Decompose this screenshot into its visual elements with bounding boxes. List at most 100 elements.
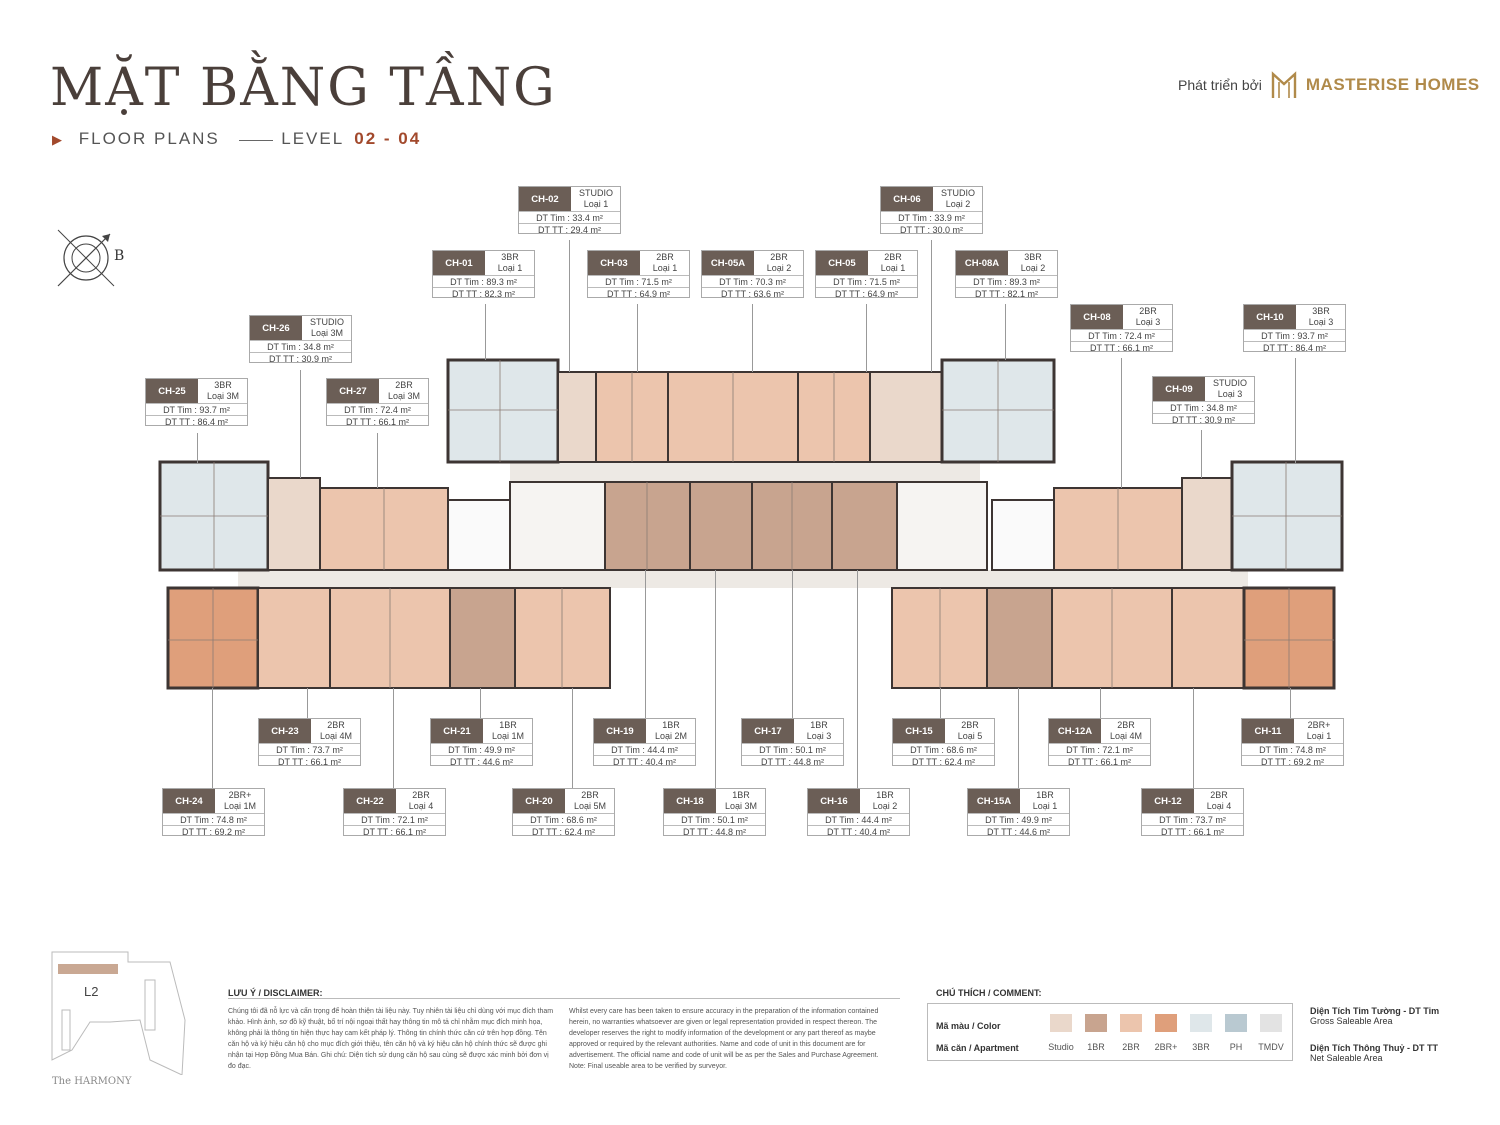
unit-variant: Loại 1 [497,263,523,273]
unit-ch-15a [831,481,898,571]
unit-gross-area: DT Tim : 72.1 m² [1049,743,1150,756]
unit-net-area: DT TT : 40.4 m² [808,825,909,838]
unit-code: CH-21 [431,719,483,743]
unit-net-area: DT TT : 44.6 m² [431,755,532,768]
disclaimer-vi: Chúng tôi đã nỗ lực và cẩn trọng để hoàn… [228,1008,554,1070]
unit-net-area: DT TT : 63.6 m² [702,287,803,300]
leader-line [940,688,941,718]
unit-net-area: DT TT : 66.1 m² [1142,825,1243,838]
unit-variant: Loại 1M [491,731,525,741]
unit-ch-20 [514,587,611,689]
unit-gross-area: DT Tim : 68.6 m² [513,813,614,826]
unit-bedrooms: 2BR+ [1307,720,1331,730]
unit-gross-area: DT Tim : 49.9 m² [431,743,532,756]
unit-variant: Loại 1M [223,801,257,811]
project-name: The HARMONY [52,1076,132,1087]
unit-variant: Loại 4M [319,731,353,741]
unit-bedrooms: 2BR [1139,306,1157,316]
unit-bedrooms: 2BR [961,720,979,730]
unit-code: CH-22 [344,789,396,813]
unit-variant: Loại 3M [387,391,421,401]
leader-line [1005,304,1006,360]
unit-variant: Loại 3 [1308,317,1334,327]
unit-code: CH-09 [1153,377,1205,401]
unit-net-area: DT TT : 82.1 m² [956,287,1057,300]
unit-bedrooms: 2BR [412,790,430,800]
floor-plan-drawing [158,358,1344,690]
unit-variant: Loại 3M [724,801,758,811]
leader-line [752,304,753,372]
unit-bedrooms: STUDIO [940,188,975,198]
unit-code: CH-03 [588,251,640,275]
unit-variant: Loại 1 [880,263,906,273]
corridor [535,460,960,482]
unit-gross-area: DT Tim : 44.4 m² [808,813,909,826]
unit-code: CH-05A [702,251,754,275]
unit-bedrooms: 2BR [1210,790,1228,800]
legend-swatch-3br [1190,1014,1212,1032]
leader-line [212,688,213,788]
unit-variant: Loại 1 [1032,801,1058,811]
unit-bedrooms: 2BR [327,720,345,730]
unit-variant: Loại 5M [573,801,607,811]
leader-line [1100,688,1101,718]
legend-color-label: Mã màu / Color [936,1021,1001,1031]
unit-gross-area: DT Tim : 72.1 m² [344,813,445,826]
unit-gross-area: DT Tim : 72.4 m² [327,403,428,416]
unit-gross-area: DT Tim : 50.1 m² [742,743,843,756]
unit-variant: Loại 5 [957,731,983,741]
unit-variant: Loại 1 [583,199,609,209]
page-title: MẶT BẰNG TẦNG [50,58,557,118]
unit-gross-area: DT Tim : 71.5 m² [816,275,917,288]
unit-gross-area: DT Tim : 50.1 m² [664,813,765,826]
unit-ch-06 [869,371,943,463]
unit-variant: Loại 2 [872,801,898,811]
masterise-logo-icon [1271,71,1297,98]
gross-area-definition: Diện Tích Tim Tường - DT Tim Gross Salea… [1310,1006,1439,1026]
unit-code: CH-20 [513,789,565,813]
brand-name: MASTERISE HOMES [1305,75,1480,94]
unit-variant: Loại 3M [310,328,344,338]
leader-line [645,570,646,718]
unit-net-area: DT TT : 44.8 m² [742,755,843,768]
unit-variant: Loại 1 [652,263,678,273]
unit-bedrooms: 2BR [581,790,599,800]
brand-prefix: Phát triển bởi [1178,77,1262,93]
unit-net-area: DT TT : 66.1 m² [344,825,445,838]
legend-swatch-label: Studio [1048,1042,1074,1052]
unit-code: CH-17 [742,719,794,743]
unit-code: CH-12A [1049,719,1101,743]
legend-swatch-label: TMDV [1258,1042,1284,1052]
legend-swatch-tmdv [1260,1014,1282,1032]
unit-gross-area: DT Tim : 73.7 m² [1142,813,1243,826]
unit-ch-01 [446,358,560,464]
unit-bedrooms: 3BR [1312,306,1330,316]
legend-swatch-1br [1085,1014,1107,1032]
unit-code: CH-16 [808,789,860,813]
disclaimer-title: LƯU Ý / DISCLAIMER: [228,988,323,998]
unit-variant: Loại 2 [766,263,792,273]
unit-code: CH-02 [519,187,571,211]
unit-bedrooms: STUDIO [1212,378,1247,388]
legend-box: Mã màu / Color Mã căn / Apartment Studio… [927,1003,1293,1061]
triangle-icon: ▶ [52,132,64,147]
unit-bedrooms: STUDIO [309,317,344,327]
unit-variant: Loại 1 [1306,731,1332,741]
